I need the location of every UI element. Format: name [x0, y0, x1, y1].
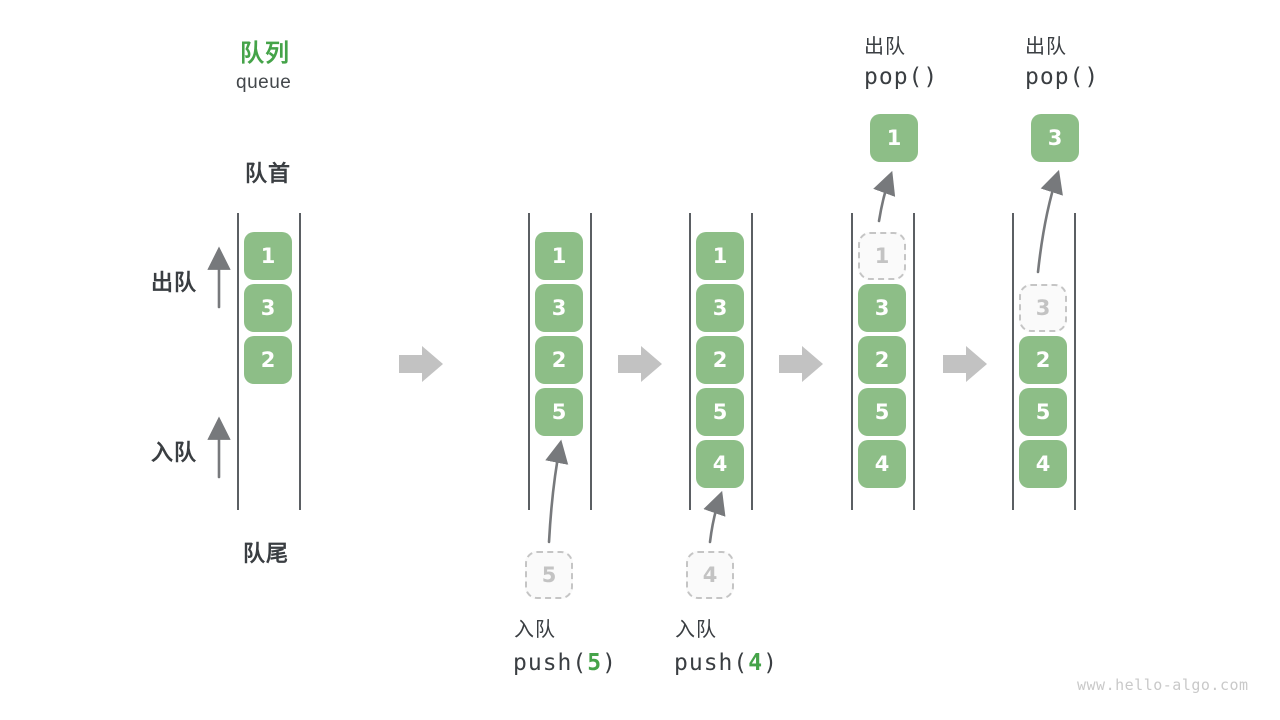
- watermark: www.hello-algo.com: [1077, 676, 1249, 694]
- pop1-arrow: [873, 170, 896, 223]
- pop3-arrow: [1036, 169, 1063, 274]
- dequeue-op-label: 出队: [864, 36, 906, 58]
- push5-arrow: [545, 439, 569, 544]
- diagram-title-zh: 队列: [240, 40, 290, 67]
- popped-item: 1: [870, 114, 918, 162]
- queue-item-removed: 3: [1019, 284, 1067, 332]
- queue-item: 2: [244, 336, 292, 384]
- enqueue-op-label: 入队: [514, 619, 556, 641]
- queue-item: 5: [858, 388, 906, 436]
- queue-wall-right: [913, 213, 915, 510]
- enqueue-op-label: 入队: [675, 619, 717, 641]
- queue-item: 3: [535, 284, 583, 332]
- transition-arrow-4: [943, 346, 987, 382]
- queue-wall-right: [751, 213, 753, 510]
- code-argument: 5: [587, 650, 603, 676]
- queue-wall-left: [1012, 213, 1014, 510]
- transition-arrow-2: [618, 346, 662, 382]
- queue-item: 2: [535, 336, 583, 384]
- dequeue-op-label: 出队: [1025, 36, 1067, 58]
- dequeue-side-label: 出队: [151, 270, 198, 295]
- diagram-title-en: queue: [236, 72, 292, 93]
- queue-item: 5: [1019, 388, 1067, 436]
- staged-item: 4: [686, 551, 734, 599]
- code-argument: 4: [748, 650, 764, 676]
- dequeue-code: pop(): [864, 64, 939, 90]
- queue-item: 1: [535, 232, 583, 280]
- queue-wall-right: [590, 213, 592, 510]
- queue-item: 2: [1019, 336, 1067, 384]
- queue-item: 1: [244, 232, 292, 280]
- queue-item: 5: [535, 388, 583, 436]
- queue-item: 5: [696, 388, 744, 436]
- transition-arrow-1: [399, 346, 443, 382]
- transition-arrow-3: [779, 346, 823, 382]
- queue-item: 3: [858, 284, 906, 332]
- push4-arrow: [703, 490, 726, 544]
- queue-wall-left: [237, 213, 239, 510]
- queue-item: 4: [1019, 440, 1067, 488]
- queue-item: 4: [858, 440, 906, 488]
- queue-rear-label: 队尾: [243, 541, 290, 566]
- dequeue-code: pop(): [1025, 64, 1100, 90]
- staged-item: 5: [525, 551, 573, 599]
- queue-item: 3: [244, 284, 292, 332]
- enqueue-side-label: 入队: [151, 440, 198, 465]
- queue-item-removed: 1: [858, 232, 906, 280]
- enqueue-code: push(5): [513, 650, 617, 676]
- queue-item: 2: [696, 336, 744, 384]
- code-text: ): [763, 650, 778, 676]
- queue-wall-left: [528, 213, 530, 510]
- queue-front-label: 队首: [245, 161, 292, 186]
- popped-item: 3: [1031, 114, 1079, 162]
- queue-item: 3: [696, 284, 744, 332]
- enqueue-code: push(4): [674, 650, 778, 676]
- queue-wall-left: [689, 213, 691, 510]
- code-text: ): [602, 650, 617, 676]
- queue-item: 4: [696, 440, 744, 488]
- code-text: push(: [513, 650, 588, 676]
- queue-wall-right: [1074, 213, 1076, 510]
- code-text: push(: [674, 650, 749, 676]
- queue-wall-left: [851, 213, 853, 510]
- queue-item: 2: [858, 336, 906, 384]
- queue-wall-right: [299, 213, 301, 510]
- queue-item: 1: [696, 232, 744, 280]
